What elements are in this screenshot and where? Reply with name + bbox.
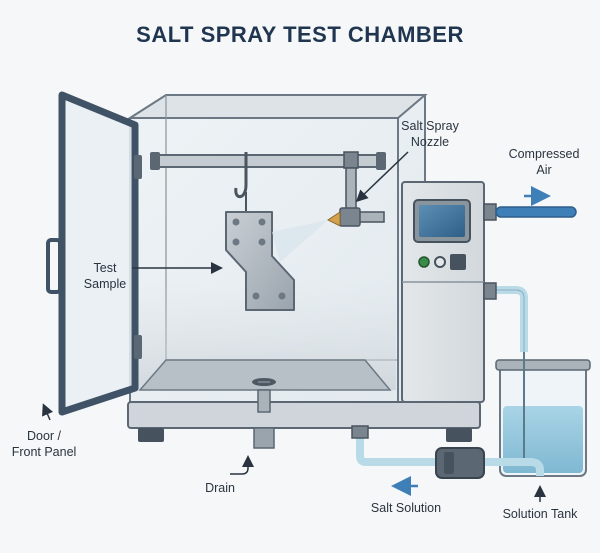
label-door-front-panel: Door / Front Panel (12, 403, 77, 459)
door-front-panel (46, 91, 142, 416)
label-nozzle-line1: Salt Spray (401, 119, 459, 133)
label-solution-tank-text: Solution Tank (503, 507, 579, 521)
salt-spray-nozzle (272, 151, 385, 262)
drain (252, 378, 276, 449)
pump-icon (435, 447, 485, 479)
power-led-icon (418, 256, 430, 268)
label-solution-tank: Solution Tank (503, 485, 579, 521)
label-air-line2: Air (536, 163, 551, 177)
label-salt-spray-nozzle: Salt Spray Nozzle (355, 119, 460, 203)
door-handle-icon[interactable] (46, 238, 62, 294)
door-pointer-arrow-icon (42, 403, 54, 421)
compressed-air-pipe (483, 186, 577, 221)
label-drain: Drain (205, 455, 254, 495)
label-door-line1: Door / (27, 429, 62, 443)
drain-pointer-arrow-icon (230, 455, 254, 475)
test-sample (225, 211, 295, 311)
control-panel (401, 181, 485, 403)
control-screen[interactable] (419, 205, 465, 237)
label-sample-line2: Sample (84, 277, 126, 291)
label-door-line2: Front Panel (12, 445, 77, 459)
sample-rail (150, 152, 386, 170)
nozzle-pointer-arrow-icon (355, 151, 409, 203)
label-test-sample: Test Sample (84, 261, 223, 291)
label-compressed-air: Compressed Air (509, 147, 580, 177)
diagram-title: SALT SPRAY TEST CHAMBER (136, 22, 464, 47)
label-drain-text: Drain (205, 481, 235, 495)
control-button-icon[interactable] (450, 254, 466, 270)
salt-solution-line (351, 425, 544, 476)
label-sample-line1: Test (94, 261, 117, 275)
solution-feed-pipe (483, 282, 528, 352)
label-nozzle-line2: Nozzle (411, 135, 449, 149)
control-knob-icon[interactable] (434, 256, 446, 268)
label-air-line1: Compressed (509, 147, 580, 161)
label-salt-solution: Salt Solution (371, 476, 441, 515)
solution-tank (495, 352, 591, 477)
hook-icon (234, 152, 248, 212)
label-salt-solution-text: Salt Solution (371, 501, 441, 515)
